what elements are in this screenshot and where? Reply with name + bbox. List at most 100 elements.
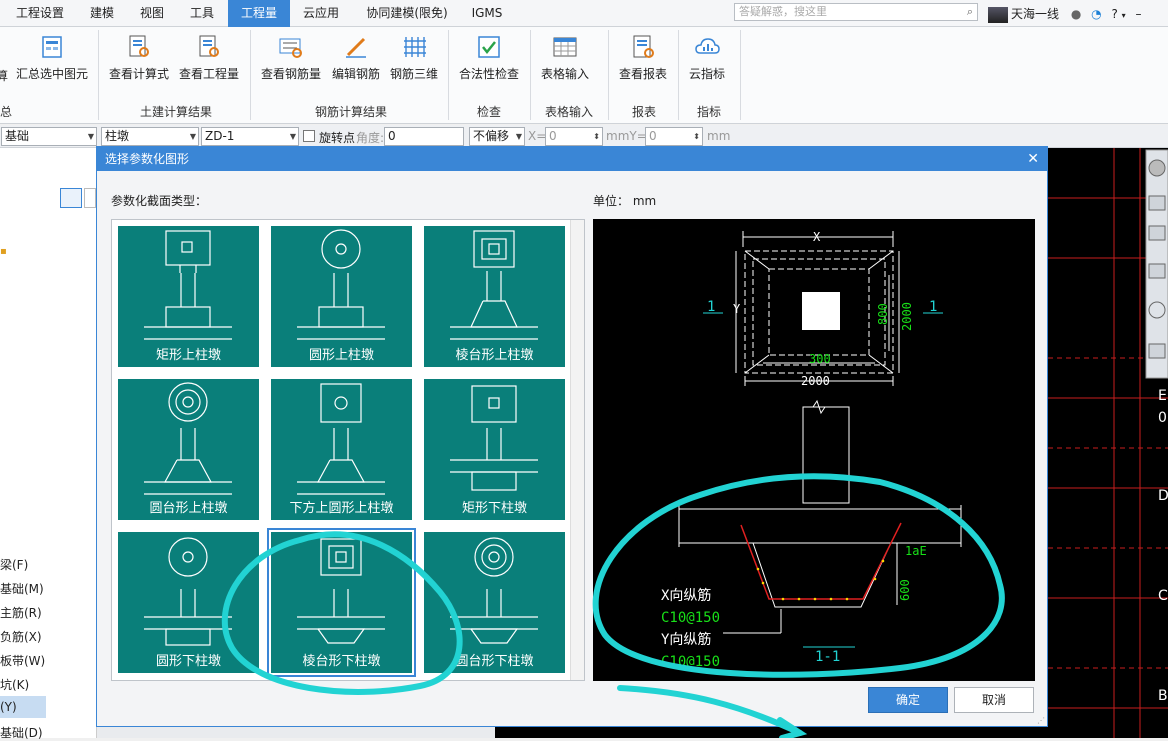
view-formula-button[interactable]: 查看计算式 bbox=[106, 33, 172, 93]
legality-check-button[interactable]: 合法性检查 bbox=[456, 33, 522, 93]
rotate-icon[interactable] bbox=[1148, 301, 1166, 319]
view-rebar-button[interactable]: 查看钢筋量 bbox=[258, 33, 324, 93]
rotate-checkbox[interactable] bbox=[303, 130, 315, 142]
section-mark-left: 1 bbox=[707, 299, 715, 315]
property-toolbar: 基础▼ 柱墩▼ ZD-1▼ 旋转点 角度: 0 不偏移▼ X= 0⬍ mmY= … bbox=[0, 125, 1168, 148]
rebar-3d-button[interactable]: 钢筋三维 bbox=[386, 33, 442, 93]
table-input-button[interactable]: 表格输入 bbox=[536, 33, 594, 93]
scrollbar[interactable] bbox=[570, 220, 584, 680]
nav-item[interactable]: 梁(F) bbox=[0, 558, 29, 572]
y-input[interactable]: 0⬍ bbox=[645, 127, 703, 146]
ribbon-partial-button[interactable]: 算 bbox=[0, 69, 9, 83]
shape-label: 矩形下柱墩 bbox=[461, 501, 527, 516]
circle-lower-pier-icon bbox=[144, 537, 232, 646]
cad-canvas[interactable]: E 0 D C B bbox=[1048, 148, 1168, 738]
menu-tab-bar: 工程设置 建模 视图 工具 工程量 云应用 协同建模(限免) IGMS 答疑解惑… bbox=[0, 0, 1168, 27]
nav-item[interactable]: 板带(W) bbox=[0, 654, 46, 668]
x-label: X= bbox=[528, 129, 547, 143]
chevron-down-icon[interactable]: ▾ bbox=[1121, 11, 1126, 20]
nav-item[interactable]: 基础(D) bbox=[0, 726, 43, 740]
axis-label: E bbox=[1158, 388, 1167, 404]
cube-icon[interactable] bbox=[1148, 225, 1166, 241]
shape-cone-lower-pier[interactable]: 圆台形下柱墩 bbox=[424, 532, 565, 673]
shape-label: 圆台形下柱墩 bbox=[455, 654, 534, 669]
group-table-input: 表格输入 bbox=[544, 105, 593, 119]
help-icon[interactable]: ? bbox=[1111, 7, 1118, 21]
nav-item[interactable]: 负筋(X) bbox=[0, 630, 42, 644]
view-report-label: 查看报表 bbox=[618, 67, 667, 81]
minimize-icon[interactable]: – bbox=[1135, 7, 1142, 21]
rect-upper-pier-icon bbox=[144, 230, 232, 340]
shape-frustum-upper-pier[interactable]: 棱台形上柱墩 bbox=[424, 226, 565, 367]
spinner-icon[interactable]: ⬍ bbox=[693, 132, 700, 141]
ok-button[interactable]: 确定 bbox=[868, 687, 948, 713]
angle-input[interactable]: 0 bbox=[384, 127, 464, 146]
shape-circle-upper-pier[interactable]: 圆形上柱墩 bbox=[271, 226, 412, 367]
edit-rebar-button[interactable]: 编辑钢筋 bbox=[328, 33, 384, 93]
ribbon: 算 汇总选中图元 总 查看计算式 查看工程量 土建计算结果 查看钢筋量 编辑钢筋… bbox=[0, 27, 1168, 124]
box-icon[interactable] bbox=[1148, 263, 1166, 279]
cloud-index-button[interactable]: 云指标 bbox=[682, 33, 732, 93]
axis-label: 0 bbox=[1158, 410, 1167, 426]
offset-select[interactable]: 不偏移▼ bbox=[469, 127, 525, 146]
tab-project-settings[interactable]: 工程设置 bbox=[15, 6, 64, 20]
layers-icon[interactable] bbox=[1148, 343, 1166, 359]
view-quantity-label: 查看工程量 bbox=[178, 67, 239, 81]
shape-rect-lower-pier[interactable]: 矩形下柱墩 bbox=[424, 379, 565, 520]
nav-item-selected[interactable]: (Y) bbox=[0, 696, 46, 718]
view-report-button[interactable]: 查看报表 bbox=[614, 33, 672, 93]
shape-label: 圆形下柱墩 bbox=[155, 654, 221, 669]
type-value: 柱墩 bbox=[105, 129, 130, 143]
tab-tools[interactable]: 工具 bbox=[189, 6, 214, 20]
view-quantity-icon bbox=[199, 35, 219, 57]
list-view-icon[interactable] bbox=[60, 188, 82, 208]
shape-square-round-upper-pier[interactable]: 下方上圆形上柱墩 bbox=[271, 379, 412, 520]
shape-cone-upper-pier[interactable]: 圆台形上柱墩 bbox=[118, 379, 259, 520]
orbit-icon[interactable] bbox=[1148, 159, 1166, 177]
search-input[interactable]: 答疑解惑，搜这里⌕ bbox=[734, 3, 978, 21]
section-mark-right: 1 bbox=[929, 299, 937, 315]
nav-item[interactable]: 主筋(R) bbox=[0, 606, 42, 620]
summarize-selected-label: 汇总选中图元 bbox=[15, 67, 88, 81]
tab-view[interactable]: 视图 bbox=[139, 6, 164, 20]
shape-frustum-lower-pier[interactable]: 棱台形下柱墩 bbox=[267, 528, 416, 677]
grid-view-icon[interactable] bbox=[84, 188, 96, 208]
ribbon-divider bbox=[448, 30, 449, 120]
group-check: 检查 bbox=[476, 105, 501, 119]
spinner-icon[interactable]: ⬍ bbox=[593, 132, 600, 141]
cloud-index-label: 云指标 bbox=[688, 67, 725, 81]
search-icon[interactable]: ⌕ bbox=[966, 5, 973, 18]
3d-view-icon[interactable] bbox=[1148, 195, 1166, 211]
cancel-button[interactable]: 取消 bbox=[954, 687, 1034, 713]
resize-grip-icon[interactable]: ⋰ bbox=[1037, 716, 1045, 725]
tab-cloud[interactable]: 云应用 bbox=[302, 6, 339, 20]
tab-collab[interactable]: 协同建模(限免) bbox=[366, 6, 448, 20]
tab-igms[interactable]: IGMS bbox=[471, 6, 503, 20]
category-select[interactable]: 基础▼ bbox=[1, 127, 97, 146]
view-quantity-button[interactable]: 查看工程量 bbox=[176, 33, 242, 93]
mm-label: mm bbox=[707, 129, 731, 143]
cone-upper-pier-icon bbox=[144, 382, 232, 495]
chevron-down-icon: ▼ bbox=[189, 132, 196, 141]
nav-item[interactable]: 基础(M) bbox=[0, 582, 44, 596]
category-value: 基础 bbox=[5, 129, 30, 143]
tab-quantity[interactable]: 工程量 bbox=[228, 0, 290, 27]
cad-grid bbox=[1048, 148, 1168, 738]
tab-modeling[interactable]: 建模 bbox=[89, 6, 114, 20]
left-panel: ▪ 梁(F) 基础(M) 主筋(R) 负筋(X) 板带(W) 坑(K) (Y) … bbox=[0, 148, 97, 740]
summarize-selected-button[interactable]: 汇总选中图元 bbox=[14, 33, 90, 93]
service-icon[interactable]: ◔ bbox=[1091, 7, 1102, 21]
x-input[interactable]: 0⬍ bbox=[545, 127, 603, 146]
ribbon-divider bbox=[530, 30, 531, 120]
type-select[interactable]: 柱墩 ▼ bbox=[101, 127, 199, 146]
shape-circle-lower-pier[interactable]: 圆形下柱墩 bbox=[118, 532, 259, 673]
component-select[interactable]: ZD-1▼ bbox=[201, 127, 299, 146]
chat-icon[interactable]: ● bbox=[1070, 7, 1082, 21]
shape-rect-upper-pier[interactable]: 矩形上柱墩 bbox=[118, 226, 259, 367]
close-icon[interactable]: ✕ bbox=[1027, 151, 1039, 167]
edit-rebar-label: 编辑钢筋 bbox=[331, 67, 380, 81]
shape-label: 棱台形下柱墩 bbox=[302, 654, 381, 669]
nav-item[interactable]: 坑(K) bbox=[0, 678, 30, 692]
user-area[interactable]: 天海一线 ● ◔ ? ▾ – bbox=[988, 4, 1142, 24]
square-round-upper-pier-icon bbox=[297, 383, 385, 495]
